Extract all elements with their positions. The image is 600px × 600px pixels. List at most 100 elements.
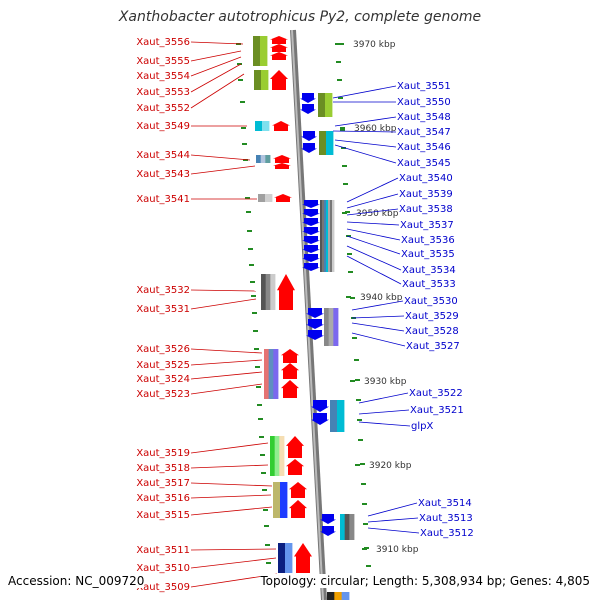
kbp-tick bbox=[339, 43, 344, 45]
tick-mark-right bbox=[366, 565, 371, 567]
gene-block-segment bbox=[258, 194, 266, 202]
gene-label-connector bbox=[346, 228, 401, 241]
gene-label-right: Xaut_3546 bbox=[397, 142, 451, 153]
gene-label-connector bbox=[332, 130, 397, 133]
gene-block-segment bbox=[260, 36, 268, 66]
gene-label-connector bbox=[346, 235, 401, 255]
reverse-arrow bbox=[311, 413, 329, 425]
gene-label-connector bbox=[190, 73, 245, 109]
tick-mark-right bbox=[343, 183, 348, 185]
kbp-label: 3970 kbp bbox=[353, 40, 396, 50]
gene-label-connector bbox=[190, 383, 263, 395]
forward-arrow bbox=[270, 52, 288, 60]
tick-mark-left bbox=[249, 264, 254, 266]
gene-block-segment bbox=[332, 200, 335, 272]
gene-cluster-3550 bbox=[318, 93, 333, 117]
tick-mark-right bbox=[357, 419, 362, 421]
gene-block-segment bbox=[260, 155, 266, 163]
gene-block-segment bbox=[341, 592, 350, 600]
tick-mark-left bbox=[240, 101, 245, 103]
tick-mark-right bbox=[348, 271, 353, 273]
gene-block-segment bbox=[330, 200, 333, 272]
reverse-arrow bbox=[302, 200, 320, 208]
gene-label-connector bbox=[346, 177, 399, 203]
tick-mark-left bbox=[264, 525, 269, 527]
kbp-label: 3960 kbp bbox=[354, 124, 397, 134]
gene-label-left: Xaut_3516 bbox=[136, 493, 190, 504]
kbp-label: 3930 kbp bbox=[364, 377, 407, 387]
tick-mark-left bbox=[262, 489, 267, 491]
gene-label-connector bbox=[190, 494, 272, 499]
gene-label-left: Xaut_3552 bbox=[136, 103, 190, 114]
forward-arrow bbox=[270, 36, 288, 44]
gene-cluster-3532 bbox=[261, 274, 276, 310]
tick-mark-left bbox=[245, 197, 250, 199]
gene-block-segment bbox=[320, 200, 323, 272]
kbp-label: 3940 kbp bbox=[360, 293, 403, 303]
gene-block-segment bbox=[326, 131, 334, 155]
tick-mark-left bbox=[237, 63, 242, 65]
tick-mark-right bbox=[340, 129, 345, 131]
forward-arrow bbox=[281, 380, 299, 398]
tick-mark-left bbox=[247, 230, 252, 232]
gene-label-connector bbox=[367, 502, 418, 517]
gene-block-segment bbox=[324, 308, 330, 346]
tick-mark-left bbox=[252, 312, 257, 314]
footer: Accession: NC_009720 Topology: circular;… bbox=[8, 574, 590, 592]
gene-block-segment bbox=[265, 155, 271, 163]
gene-label-left: Xaut_3531 bbox=[136, 304, 190, 315]
forward-arrow bbox=[289, 500, 307, 518]
gene-cluster-3526 bbox=[264, 349, 279, 399]
gene-label-connector bbox=[367, 517, 419, 523]
reverse-arrow bbox=[301, 131, 317, 141]
gene-label-connector bbox=[190, 63, 242, 93]
gene-label-right: Xaut_3537 bbox=[400, 220, 454, 231]
reverse-arrow bbox=[302, 227, 320, 235]
forward-arrow bbox=[277, 274, 295, 310]
tick-mark-right bbox=[362, 503, 367, 505]
forward-arrow bbox=[273, 163, 291, 169]
gene-block-segment bbox=[270, 436, 276, 476]
gene-block-segment bbox=[262, 121, 270, 131]
forward-arrow bbox=[286, 459, 304, 475]
gene-block-segment bbox=[333, 308, 339, 346]
gene-block-segment bbox=[264, 349, 270, 399]
gene-label-connector bbox=[332, 85, 397, 99]
tick-mark-left bbox=[257, 404, 262, 406]
tick-mark-left bbox=[248, 248, 253, 250]
tick-mark-left bbox=[246, 211, 251, 213]
gene-label-connector bbox=[190, 482, 273, 487]
gene-label-left: Xaut_3519 bbox=[136, 448, 190, 459]
tick-mark-right bbox=[335, 43, 340, 45]
gene-label-connector bbox=[190, 41, 244, 45]
tick-mark-right bbox=[350, 297, 355, 299]
gene-label-left: Xaut_3544 bbox=[136, 150, 190, 161]
tick-mark-right bbox=[347, 253, 352, 255]
gene-label-connector bbox=[334, 139, 397, 148]
reverse-arrow bbox=[306, 319, 324, 329]
gene-label-left: Xaut_3510 bbox=[136, 563, 190, 574]
reverse-arrow bbox=[300, 104, 316, 114]
gene-block-segment bbox=[324, 200, 327, 272]
gene-label-connector bbox=[358, 409, 410, 415]
gene-label-left: Xaut_3518 bbox=[136, 463, 190, 474]
reverse-arrow bbox=[320, 514, 336, 524]
gene-cluster-3556 bbox=[253, 36, 268, 66]
tick-mark-right bbox=[354, 359, 359, 361]
gene-label-right: Xaut_3536 bbox=[401, 235, 455, 246]
tick-mark-left bbox=[266, 562, 271, 564]
gene-block-segment bbox=[255, 121, 263, 131]
gene-block-segment bbox=[328, 308, 334, 346]
reverse-arrow bbox=[302, 254, 320, 262]
gene-label-connector bbox=[190, 464, 269, 469]
gene-label-connector bbox=[190, 298, 257, 310]
gene-label-right: Xaut_3540 bbox=[399, 173, 453, 184]
gene-label-connector bbox=[190, 557, 277, 569]
gene-block-segment bbox=[325, 93, 333, 117]
reverse-arrow bbox=[302, 245, 320, 253]
gene-block-segment bbox=[261, 274, 267, 310]
kbp-tick bbox=[362, 548, 367, 550]
tick-mark-left bbox=[256, 386, 261, 388]
tick-mark-left bbox=[241, 127, 246, 129]
